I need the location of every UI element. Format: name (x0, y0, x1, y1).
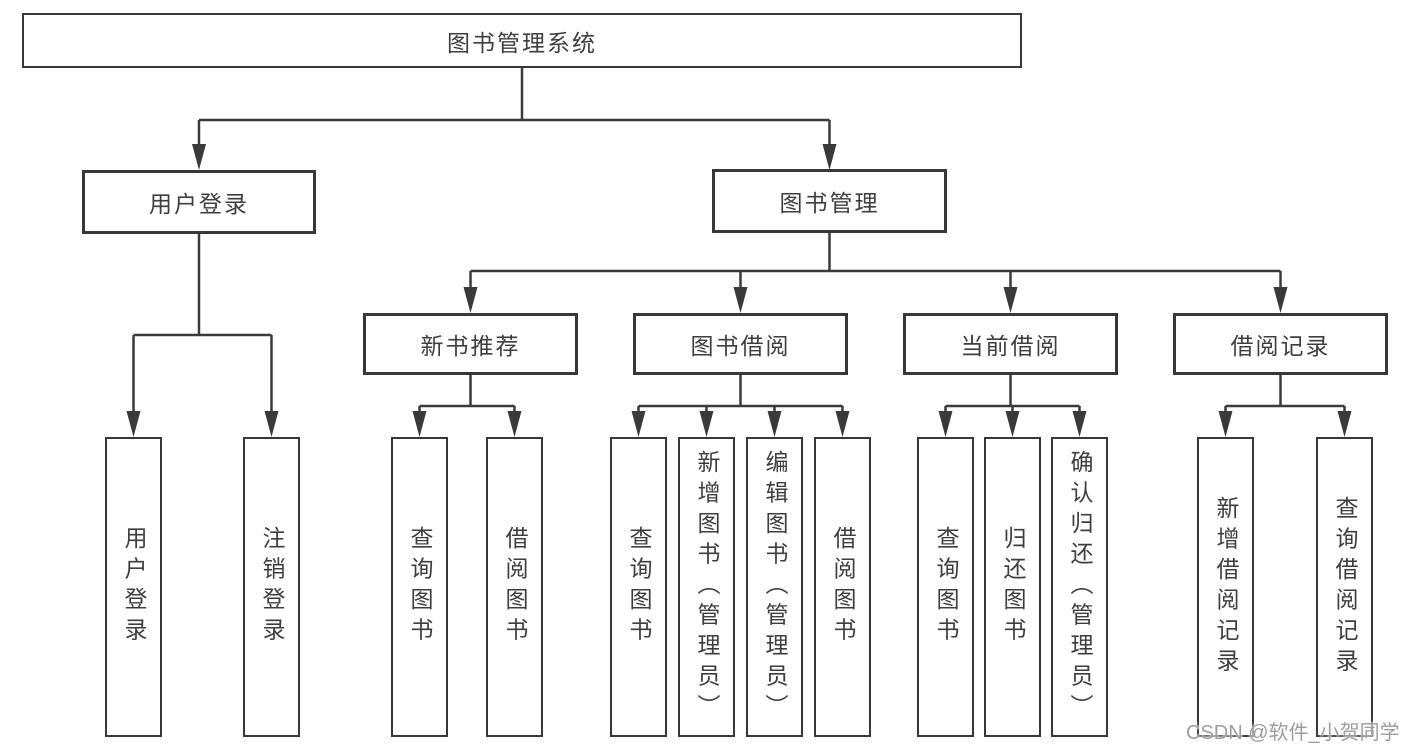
node-book-management: 图书管理 (712, 169, 947, 233)
arrowhead-icon (1072, 411, 1087, 437)
node-label: 查询图书 (407, 526, 433, 648)
node-return-books: 归还图书 (984, 437, 1041, 737)
node-add-books-admin: 新增图书（管理员） (678, 437, 735, 737)
arrowhead-icon (767, 411, 782, 437)
node-current-borrow: 当前借阅 (903, 313, 1118, 375)
node-label: 图书管理系统 (447, 29, 597, 56)
arrowhead-icon (631, 411, 646, 437)
node-query-borrow-record: 查询借阅记录 (1316, 437, 1373, 737)
node-label: 新增借阅记录 (1213, 495, 1239, 679)
node-label: 当前借阅 (960, 333, 1061, 359)
node-label: 借阅图书 (502, 526, 528, 648)
node-label: 注销登录 (259, 526, 285, 648)
node-root: 图书管理系统 (22, 13, 1022, 68)
node-confirm-return-admin: 确认归还（管理员） (1051, 437, 1108, 737)
node-label: 查询借阅记录 (1332, 495, 1358, 679)
node-new-book-recommend: 新书推荐 (363, 313, 578, 375)
arrowhead-icon (835, 411, 850, 437)
node-query-books-3: 查询图书 (917, 437, 974, 737)
arrowhead-icon (1337, 411, 1352, 437)
node-user-login: 用户登录 (82, 170, 316, 234)
node-label: 查询图书 (933, 526, 959, 648)
arrowhead-icon (264, 411, 279, 437)
arrowhead-icon (938, 411, 953, 437)
node-label: 借阅记录 (1230, 333, 1331, 359)
arrowhead-icon (463, 287, 478, 313)
arrowhead-icon (1005, 411, 1020, 437)
node-query-books-1: 查询图书 (391, 437, 448, 737)
node-label: 归还图书 (1000, 526, 1026, 648)
arrowhead-icon (507, 411, 522, 437)
arrowhead-icon (1003, 287, 1018, 313)
node-label: 用户登录 (121, 526, 147, 648)
arrowhead-icon (126, 411, 141, 437)
watermark: CSDN @软件_小贺同学 (1186, 722, 1400, 744)
node-label: 新增图书（管理员） (694, 449, 720, 725)
node-label: 图书借阅 (690, 333, 791, 359)
node-label: 用户登录 (149, 191, 249, 217)
arrowhead-icon (412, 411, 427, 437)
arrowhead-icon (699, 411, 714, 437)
node-edit-books-admin: 编辑图书（管理员） (746, 437, 803, 737)
node-query-books-2: 查询图书 (610, 437, 667, 737)
arrowhead-icon (1218, 411, 1233, 437)
node-label: 借阅图书 (830, 526, 856, 648)
node-label: 新书推荐 (420, 333, 521, 359)
node-label: 查询图书 (626, 526, 652, 648)
node-add-borrow-record: 新增借阅记录 (1197, 437, 1254, 737)
node-label: 编辑图书（管理员） (762, 449, 788, 725)
connector-lines (132, 68, 1346, 431)
arrowhead-icon (733, 287, 748, 313)
node-logout-action: 注销登录 (243, 437, 300, 737)
node-user-login-action: 用户登录 (105, 437, 162, 737)
node-borrow-books-1: 借阅图书 (486, 437, 543, 737)
node-borrow-records: 借阅记录 (1173, 313, 1388, 375)
node-book-borrow: 图书借阅 (633, 313, 848, 375)
arrowhead-icon (192, 144, 206, 170)
node-label: 确认归还（管理员） (1067, 449, 1093, 725)
node-label: 图书管理 (779, 190, 880, 216)
arrowhead-icon (1273, 287, 1288, 313)
arrowhead-icon (822, 144, 837, 170)
node-borrow-books-2: 借阅图书 (814, 437, 871, 737)
